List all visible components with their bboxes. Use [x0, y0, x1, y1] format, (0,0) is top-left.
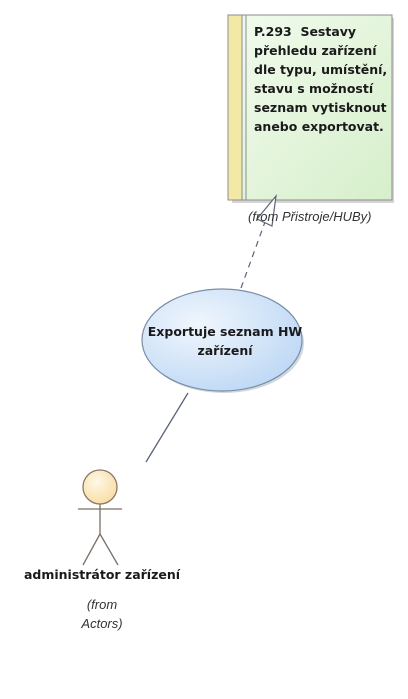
requirement-element[interactable]: [227, 14, 394, 203]
association-line[interactable]: [145, 392, 189, 463]
actor-from-line2: Actors): [81, 616, 123, 631]
actor-figure[interactable]: [78, 469, 122, 566]
actor-from-label: (from Actors): [52, 595, 152, 633]
requirement-from-label: (from Přistroje/HUBy): [248, 209, 372, 224]
requirement-description: Sestavy přehledu zařízení dle typu, umís…: [254, 24, 388, 134]
requirement-text: P.293 Sestavy přehledu zařízení dle typu…: [254, 22, 388, 136]
actor-from-line1: (from: [86, 597, 118, 612]
actor-head: [82, 469, 118, 505]
use-case-ellipse[interactable]: [141, 288, 304, 393]
realization-arrow[interactable]: [240, 194, 277, 289]
requirement-code: P.293: [254, 24, 292, 39]
actor-name: administrátor zařízení: [23, 567, 181, 582]
requirement-strip: [227, 14, 243, 201]
use-case-label: Exportuje seznam HW zařízení: [147, 324, 303, 358]
arrowhead-triangle: [256, 194, 277, 227]
